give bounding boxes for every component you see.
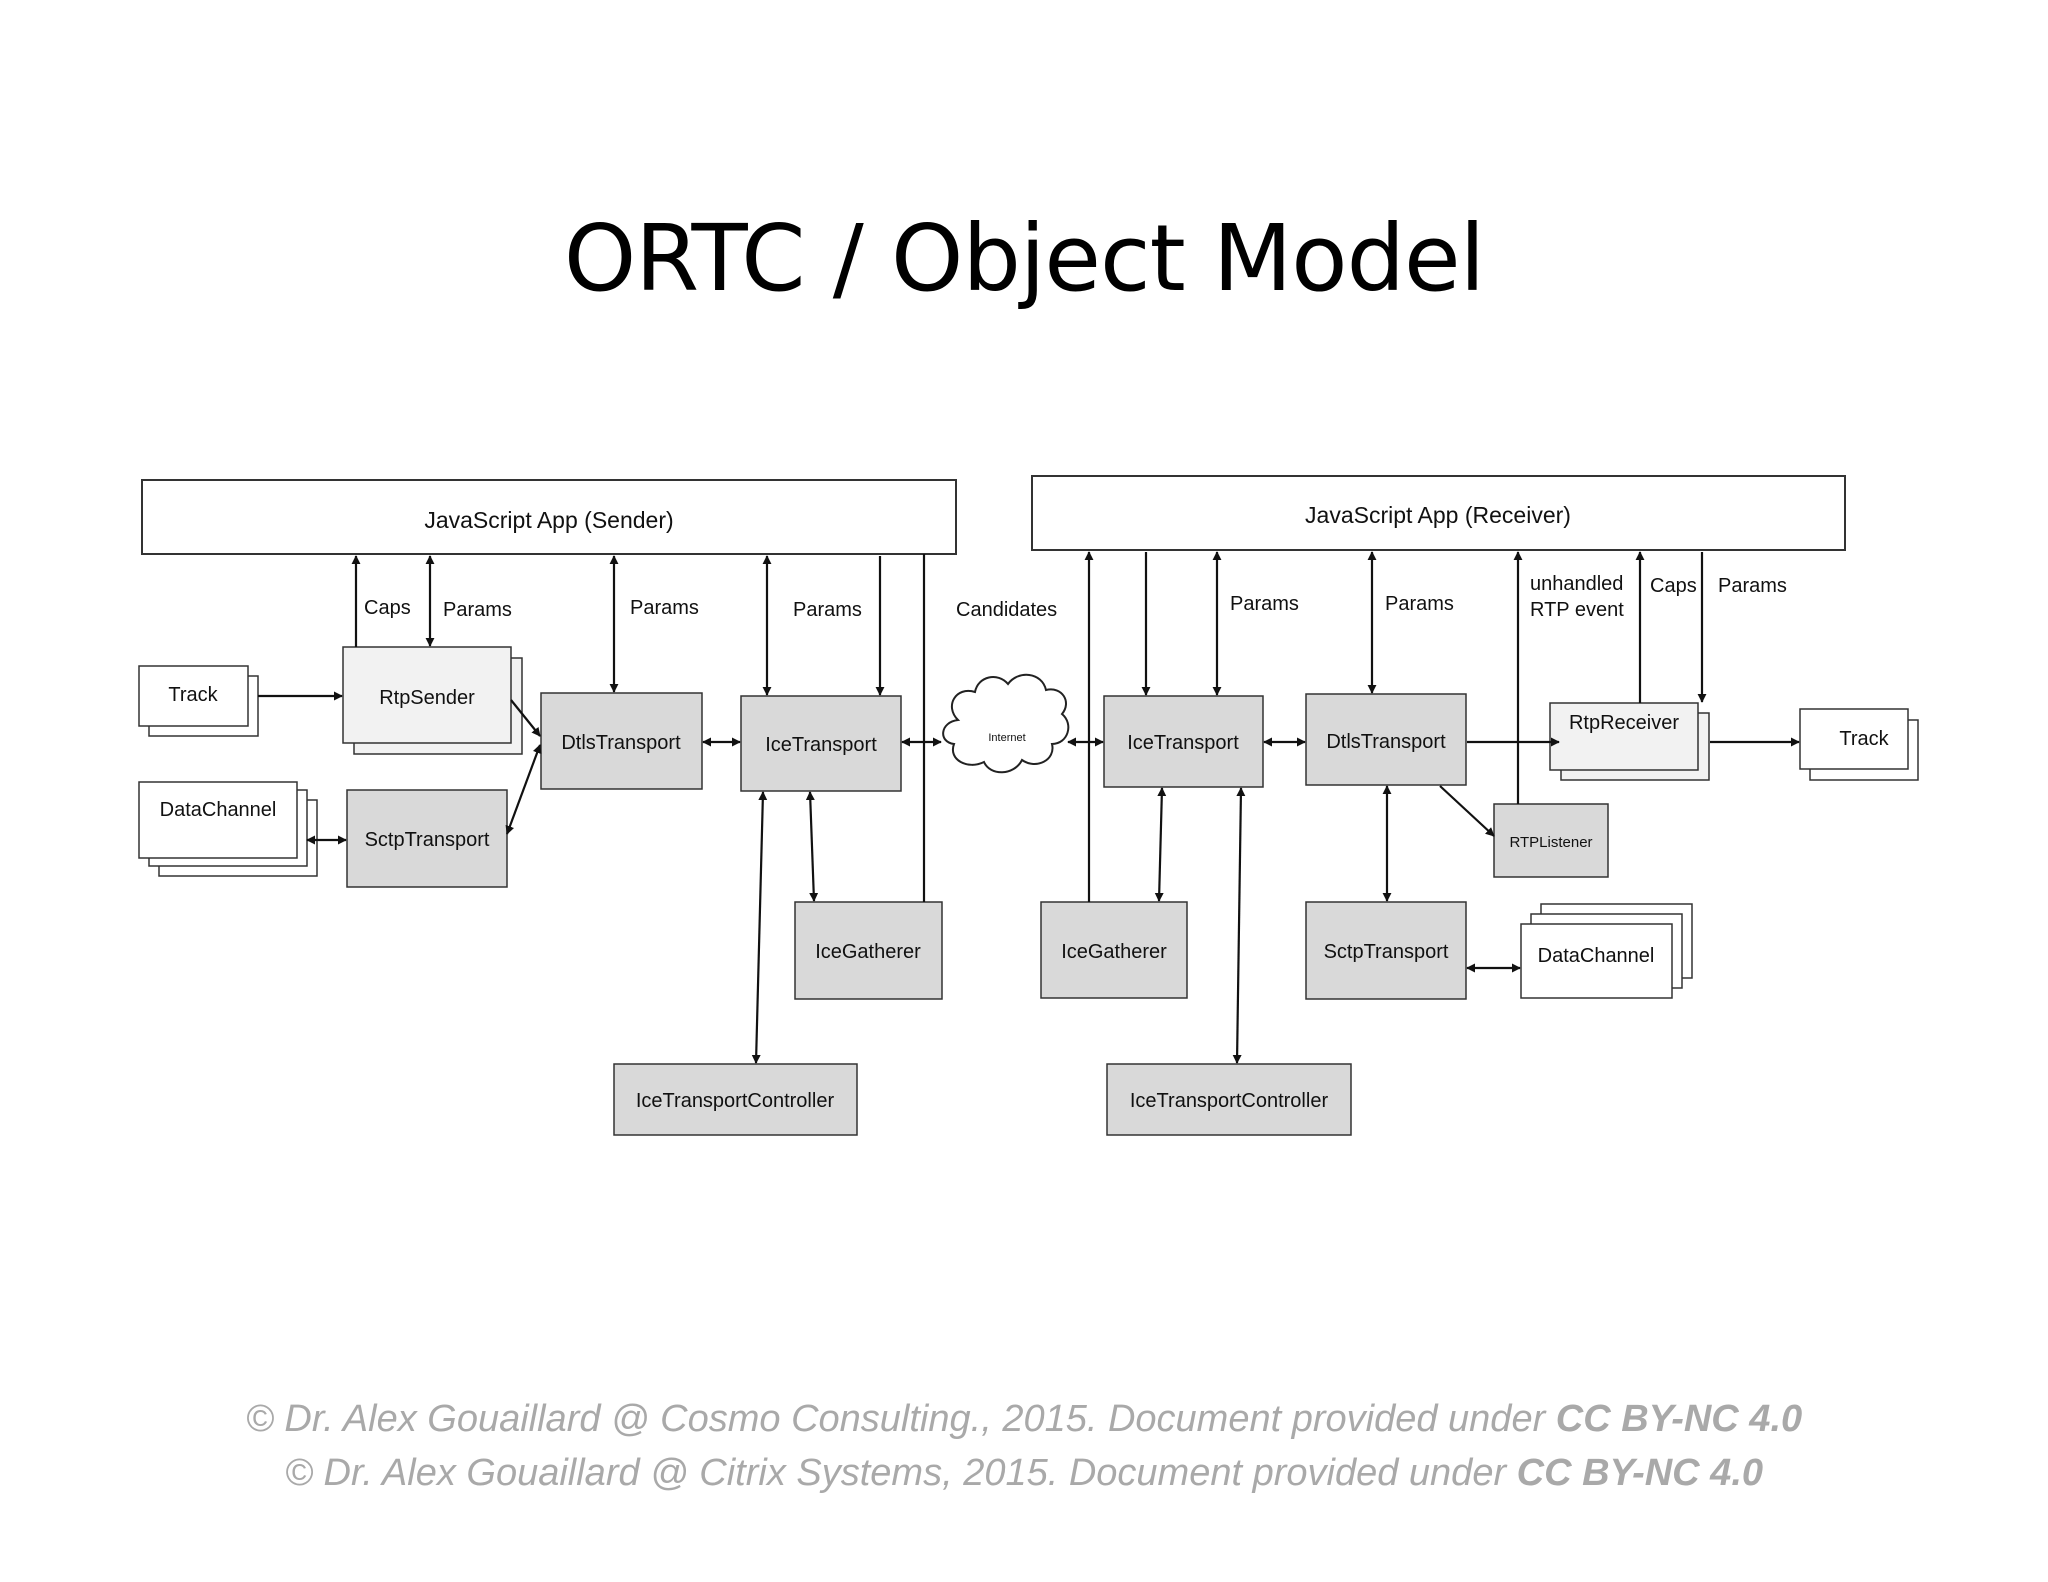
- rtpreceiver-node: RtpReceiver: [1549, 702, 1710, 781]
- sctptransport-receiver-node: SctpTransport: [1305, 901, 1467, 1000]
- datachannel-receiver-node: DataChannel: [1520, 903, 1693, 999]
- icetransport-receiver-label: IceTransport: [1127, 732, 1239, 754]
- candidates-label: Candidates: [956, 599, 1057, 621]
- params-ice-sender-label: Params: [793, 599, 862, 621]
- params-ice-receiver-label: Params: [1230, 593, 1299, 615]
- arrow-dtls-rtplistener: [1439, 785, 1495, 837]
- track-sender-label: Track: [168, 684, 218, 706]
- dtlstransport-sender-label: DtlsTransport: [561, 732, 681, 754]
- receiver-app-label: JavaScript App (Receiver): [1305, 502, 1571, 528]
- track-receiver-label: Track: [1839, 728, 1889, 750]
- connectors: [258, 551, 1800, 1064]
- edge-labels: Caps Params Params Params Candidates Par…: [364, 573, 1787, 621]
- sctptransport-receiver-label: SctpTransport: [1324, 941, 1449, 963]
- dtlstransport-receiver-node: DtlsTransport: [1305, 693, 1467, 786]
- rtplistener-label: RTPListener: [1509, 834, 1592, 851]
- footer-line-1-text: © Dr. Alex Gouaillard @ Cosmo Consulting…: [245, 1398, 1556, 1440]
- arrow-ice-gatherer-sender: [805, 791, 819, 902]
- footer-line-2: © Dr. Alex Gouaillard @ Citrix Systems, …: [0, 1452, 2048, 1495]
- icetransportcontroller-sender-node: IceTransportController: [613, 1063, 858, 1136]
- params-dtls-sender-label: Params: [630, 597, 699, 619]
- dtlstransport-sender-node: DtlsTransport: [540, 692, 703, 790]
- datachannel-sender-node: DataChannel: [138, 781, 318, 877]
- footer-line-2-text: © Dr. Alex Gouaillard @ Citrix Systems, …: [284, 1452, 1517, 1494]
- arrow-sctp-dtls: [505, 744, 542, 835]
- icetransportcontroller-receiver-label: IceTransportController: [1130, 1090, 1329, 1112]
- icegatherer-receiver-label: IceGatherer: [1061, 941, 1167, 963]
- icetransportcontroller-receiver-node: IceTransportController: [1106, 1063, 1352, 1136]
- arrow-rtpsender-dtls: [510, 699, 541, 737]
- slide-title: ORTC / Object Model: [563, 205, 1485, 312]
- icegatherer-sender-node: IceGatherer: [794, 901, 943, 1000]
- icetransportcontroller-sender-label: IceTransportController: [636, 1090, 835, 1112]
- arrow-ice-gatherer-receiver: [1154, 787, 1167, 902]
- sctptransport-sender-node: SctpTransport: [346, 789, 508, 888]
- rtplistener-node: RTPListener: [1493, 803, 1609, 878]
- params-rtpsender-label: Params: [443, 599, 512, 621]
- rtpsender-node: RtpSender: [342, 646, 523, 755]
- datachannel-receiver-label: DataChannel: [1538, 945, 1655, 967]
- params-rtpreceiver-label: Params: [1718, 575, 1787, 597]
- arrow-ice-controller-receiver: [1232, 787, 1246, 1064]
- datachannel-sender-label: DataChannel: [160, 799, 277, 821]
- icetransport-sender-node: IceTransport: [740, 695, 902, 792]
- params-dtls-receiver-label: Params: [1385, 593, 1454, 615]
- sender-app-box: JavaScript App (Sender): [141, 479, 957, 555]
- rtpreceiver-label: RtpReceiver: [1569, 712, 1679, 734]
- caps-sender-label: Caps: [364, 597, 411, 619]
- internet-cloud: Internet: [942, 674, 1070, 774]
- footer-line-1-license: CC BY-NC 4.0: [1555, 1398, 1803, 1440]
- sender-app-label: JavaScript App (Sender): [424, 507, 673, 533]
- icetransport-sender-label: IceTransport: [765, 734, 877, 756]
- arrow-ice-controller-sender: [751, 791, 768, 1064]
- sctptransport-sender-label: SctpTransport: [365, 829, 490, 851]
- unhandled-label-line2: RTP event: [1530, 599, 1624, 621]
- icetransport-receiver-node: IceTransport: [1103, 695, 1264, 788]
- rtpsender-label: RtpSender: [379, 687, 475, 709]
- icegatherer-sender-label: IceGatherer: [815, 941, 921, 963]
- footer-line-1: © Dr. Alex Gouaillard @ Cosmo Consulting…: [0, 1398, 2048, 1441]
- track-receiver-node: Track: [1799, 708, 1919, 781]
- footer-line-2-license: CC BY-NC 4.0: [1516, 1452, 1764, 1494]
- internet-label: Internet: [988, 732, 1025, 744]
- caps-receiver-label: Caps: [1650, 575, 1697, 597]
- unhandled-label-line1: unhandled: [1530, 573, 1623, 595]
- dtlstransport-receiver-label: DtlsTransport: [1326, 731, 1446, 753]
- track-sender-node: Track: [138, 665, 259, 737]
- receiver-app-box: JavaScript App (Receiver): [1031, 475, 1846, 551]
- icegatherer-receiver-node: IceGatherer: [1040, 901, 1188, 999]
